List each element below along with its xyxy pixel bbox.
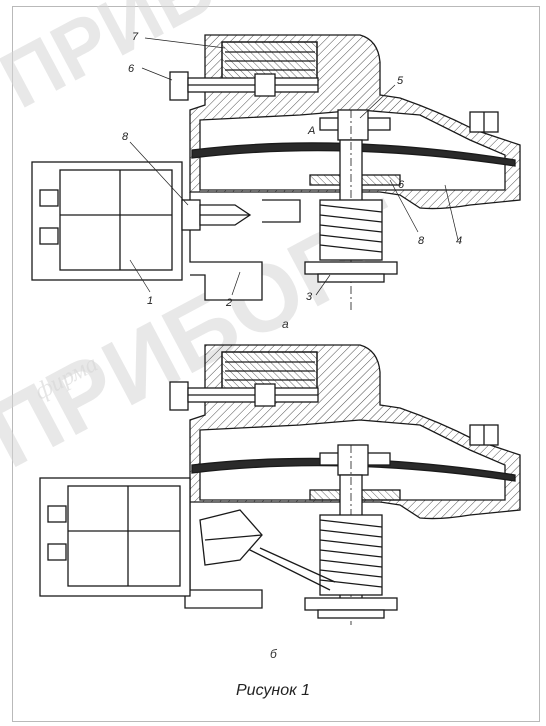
figure-frame <box>12 6 540 722</box>
view-b-labels: б <box>270 647 278 661</box>
callout-A: А <box>307 125 315 137</box>
callout-6b: 6 <box>398 179 405 191</box>
callout-8-left: 8 <box>122 131 129 143</box>
view-b-drawing <box>39 344 521 625</box>
callout-8-right: 8 <box>418 235 425 247</box>
figure-caption: Рисунок 1 <box>236 682 310 699</box>
callout-6: 6 <box>128 63 135 75</box>
callout-5: 5 <box>397 75 404 87</box>
callout-7: 7 <box>132 31 139 43</box>
view-label-a: а <box>282 317 289 331</box>
callout-4: 4 <box>456 235 462 247</box>
view-label-b: б <box>270 647 278 661</box>
callout-3: 3 <box>306 291 313 303</box>
view-a-callouts: 7 6 5 А 8 6 8 4 1 2 3 а <box>122 31 462 331</box>
callout-2: 2 <box>225 297 232 309</box>
callout-1: 1 <box>147 295 153 307</box>
view-a-drawing <box>31 34 521 310</box>
